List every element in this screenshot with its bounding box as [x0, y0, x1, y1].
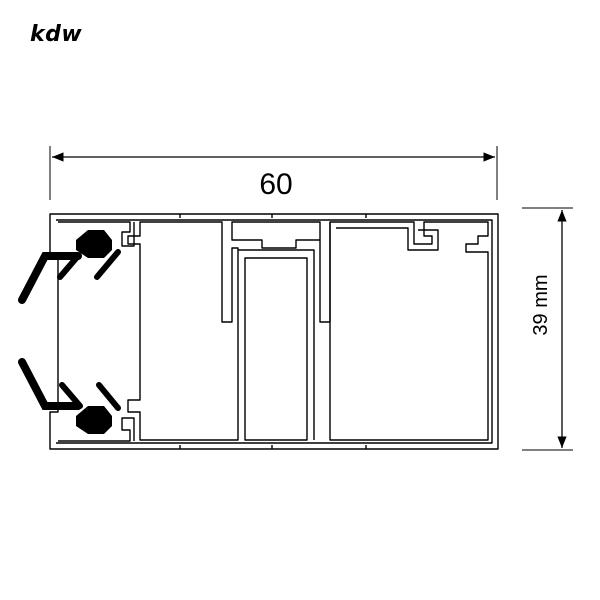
right-chamber-inner	[336, 227, 439, 251]
bottom-gasket-channel	[58, 417, 135, 442]
top-gasket-lip-1	[18, 252, 82, 304]
centre-tslot	[231, 221, 321, 249]
width-dimension-label: 60	[259, 168, 292, 201]
top-gasket-channel	[58, 221, 135, 247]
top-gasket-lip-2	[57, 253, 81, 280]
profile-inner-wall	[56, 219, 493, 444]
right-chamber	[329, 221, 489, 441]
centre-right-leg	[319, 222, 331, 323]
brand-logo: kdw	[30, 22, 83, 47]
bottom-gasket-lip-2	[59, 382, 83, 409]
centre-inner-box	[244, 257, 308, 441]
top-gasket-body	[76, 230, 112, 258]
centre-box-frame	[238, 249, 315, 440]
top-gasket-lip-3	[94, 249, 121, 280]
height-dimension: 39 mm	[522, 207, 573, 451]
bottom-gasket-body	[76, 406, 112, 434]
bottom-gasket-lip-3	[96, 382, 121, 411]
bottom-gasket-lip-1	[18, 358, 82, 410]
bottom-gasket	[18, 358, 121, 434]
height-dimension-label: 39 mm	[530, 274, 552, 335]
top-gasket	[18, 230, 121, 304]
width-dimension: 60	[49, 146, 498, 201]
left-chamber	[127, 221, 239, 441]
